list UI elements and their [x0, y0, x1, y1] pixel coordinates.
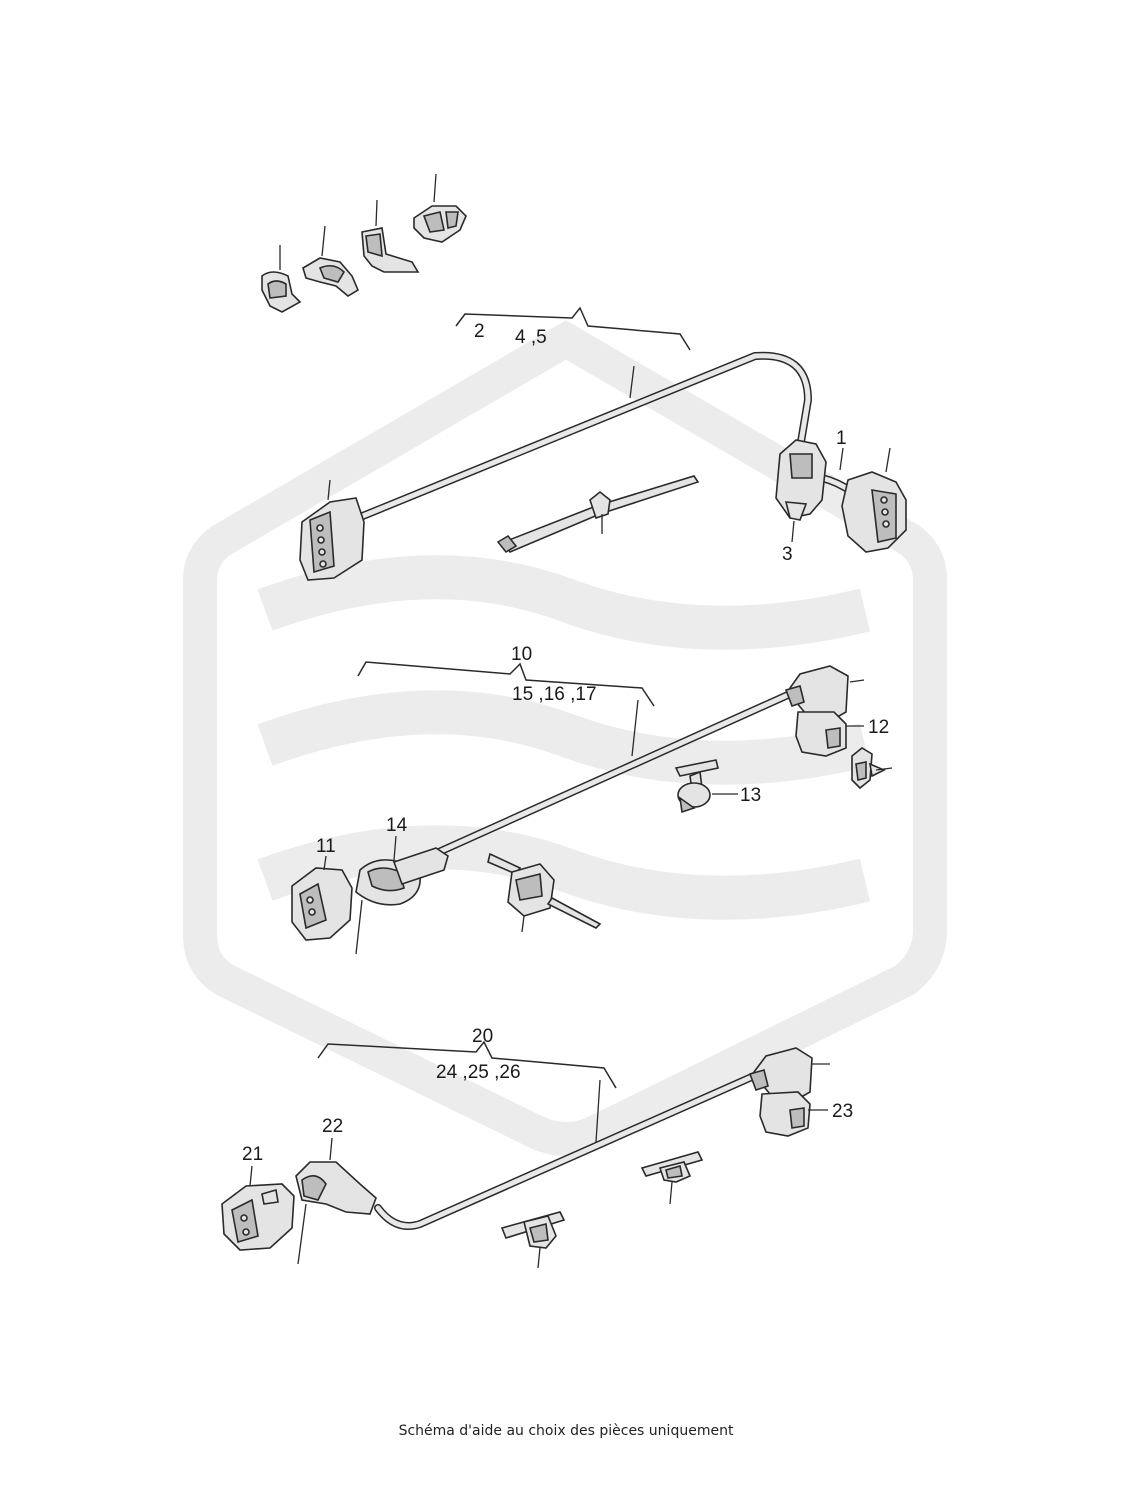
- connector-21[interactable]: [221, 1165, 295, 1251]
- callout-label-10: 10: [511, 644, 532, 665]
- clip-part-d[interactable]: [413, 173, 467, 243]
- clip-part-a[interactable]: [261, 245, 302, 313]
- brace-group-2-5: [455, 306, 691, 351]
- connector-elbow-22[interactable]: [295, 1137, 377, 1265]
- clip-part-b[interactable]: [302, 225, 360, 297]
- small-clip-12a[interactable]: [851, 747, 893, 790]
- grommet-14[interactable]: [355, 847, 449, 906]
- callout-label-1: 1: [836, 428, 847, 449]
- connector-elbow-23[interactable]: [748, 1047, 830, 1137]
- harness-cable-2[interactable]: [426, 690, 794, 860]
- callout-label-13: 13: [740, 785, 761, 806]
- callout-label-23: 23: [832, 1101, 853, 1122]
- connector-right-1[interactable]: [841, 447, 907, 553]
- connector-left-1[interactable]: [299, 479, 365, 581]
- bracket-clip-mid[interactable]: [487, 852, 602, 933]
- callout-label-11: 11: [316, 836, 336, 857]
- connector-plug-housing-1[interactable]: [775, 439, 827, 521]
- callout-label-15-16-17: 15 ,16 ,17: [512, 684, 597, 705]
- brace-group-24-26: [317, 1040, 617, 1089]
- brace-group-15-17: [357, 661, 655, 707]
- callout-label-21: 21: [242, 1144, 263, 1165]
- cable-tie-1[interactable]: [496, 475, 700, 554]
- caption: Schéma d'aide au choix des pièces unique…: [398, 1423, 734, 1439]
- watermark-logo: [183, 320, 947, 1156]
- callout-label-20: 20: [472, 1026, 493, 1047]
- callout-label-14: 14: [386, 815, 408, 836]
- clip-holder-13[interactable]: [674, 759, 738, 814]
- callout-label-22: 22: [322, 1116, 343, 1137]
- callout-label-3: 3: [782, 544, 793, 565]
- harness-cable-3[interactable]: [374, 1072, 758, 1230]
- callout-label-12: 12: [868, 717, 889, 738]
- connector-elbow-12[interactable]: [784, 665, 865, 757]
- clip-part-c[interactable]: [361, 199, 420, 273]
- callout-label-24-25-26: 24 ,25 ,26: [436, 1062, 521, 1083]
- clip-bottom-a[interactable]: [500, 1211, 566, 1269]
- clip-bottom-b[interactable]: [640, 1151, 704, 1205]
- callout-label-2: 2: [474, 321, 485, 342]
- connector-11[interactable]: [291, 855, 363, 955]
- callout-label-4-5: 4 ,5: [515, 327, 547, 348]
